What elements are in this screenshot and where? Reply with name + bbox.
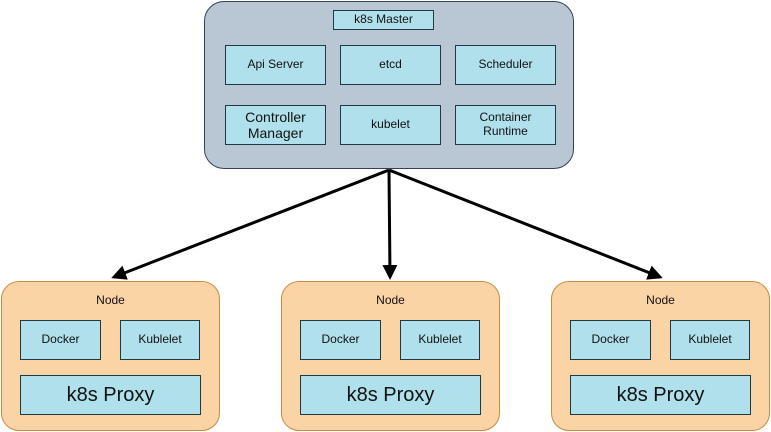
etcd-box: etcd (340, 45, 441, 85)
node-2-title: Node (376, 293, 405, 307)
arrow-to-node-1 (111, 168, 390, 280)
node-2-proxy-box: k8s Proxy (300, 375, 481, 415)
kubelet-box: kubelet (340, 105, 441, 145)
node-3-title: Node (646, 293, 675, 307)
container-runtime-box: Container Runtime (455, 105, 556, 145)
node-1-docker-box: Docker (20, 320, 101, 360)
node-1-title: Node (96, 293, 125, 307)
api-server-box: Api Server (225, 45, 326, 85)
node-1-kubelet-box: Kublelet (120, 320, 200, 360)
controller-manager-box: Controller Manager (225, 105, 326, 145)
arrow-to-node-3 (388, 168, 663, 280)
node-3-proxy-box: k8s Proxy (570, 375, 751, 415)
node-1-proxy-box: k8s Proxy (20, 375, 201, 415)
scheduler-box: Scheduler (455, 45, 556, 85)
node-2-docker-box: Docker (300, 320, 381, 360)
node-2-kubelet-box: Kublelet (400, 320, 480, 360)
master-title: k8s Master (333, 10, 434, 30)
node-3-docker-box: Docker (570, 320, 651, 360)
node-3-kubelet-box: Kublelet (670, 320, 750, 360)
arrow-to-node-2 (382, 169, 398, 280)
